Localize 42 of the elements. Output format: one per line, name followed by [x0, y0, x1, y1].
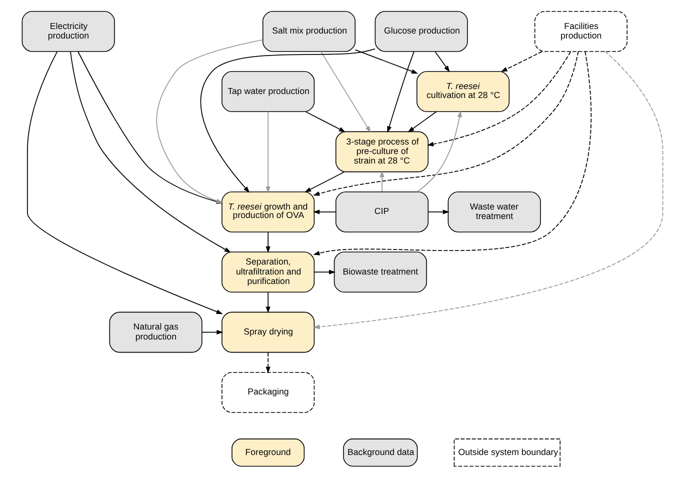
node-box: Tap water production — [222, 71, 315, 112]
node-box: Facilities production — [534, 10, 628, 52]
node-box: Salt mix production — [262, 10, 356, 52]
arrow — [387, 51, 414, 133]
node-box: Waste water treatment — [448, 191, 541, 232]
arrow — [266, 111, 270, 194]
node-box: T. reesei growth and production of OVA — [222, 191, 315, 232]
arrow — [70, 51, 232, 253]
node-box: Electricity production — [22, 10, 115, 52]
arrow — [200, 48, 376, 193]
arrow — [314, 270, 336, 274]
arrow — [202, 330, 224, 335]
arrow — [313, 51, 664, 330]
node-box: Separation, ultrafiltration and purification — [222, 252, 315, 293]
arrow — [313, 51, 592, 256]
arrow — [416, 110, 462, 192]
node-box: Packaging — [222, 372, 315, 413]
node-box: Natural gas production — [109, 312, 202, 353]
legend-label: Background data — [348, 446, 414, 457]
legend-label: Foreground — [245, 446, 291, 457]
node-box: T. reesei cultivation at 28 °C — [416, 71, 510, 112]
arrow — [428, 210, 450, 214]
arrow — [434, 51, 450, 72]
arrow — [500, 51, 542, 72]
arrow — [266, 292, 270, 314]
node-box: Spray drying — [222, 312, 315, 353]
arrow — [304, 171, 345, 192]
node-box: CIP — [335, 191, 429, 232]
arrow — [312, 51, 579, 196]
node-box: 3-stage process of pre-culture of strain at 28 °C — [335, 131, 429, 172]
node-box: Glucose production — [374, 10, 468, 52]
arrow — [320, 51, 371, 133]
arrow — [380, 170, 384, 192]
arrow — [305, 111, 346, 132]
arrow — [313, 210, 336, 214]
arrow — [266, 352, 270, 374]
node-box: Biowaste treatment — [334, 252, 427, 293]
arrow — [408, 111, 437, 132]
arrow — [266, 232, 270, 253]
legend-label: Outside system boundary — [458, 446, 558, 457]
arrow — [354, 49, 418, 74]
arrow — [427, 51, 572, 146]
